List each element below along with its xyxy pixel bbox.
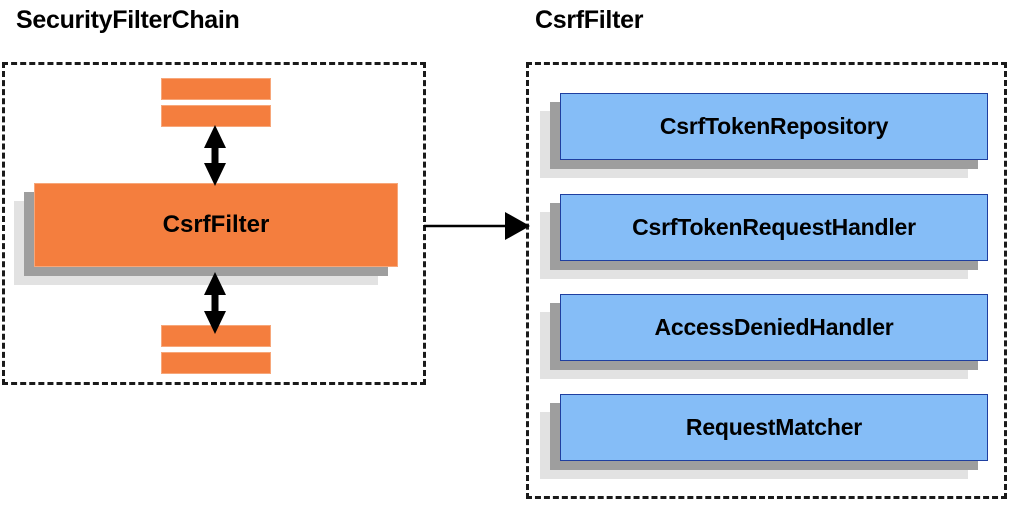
arrow-chain-to-detail xyxy=(424,212,530,240)
collaborator-access-denied-handler[interactable]: AccessDeniedHandler xyxy=(560,294,988,361)
collaborator-4-label: RequestMatcher xyxy=(685,414,863,440)
filter-strip-below-2 xyxy=(161,352,271,374)
collaborator-3-label: AccessDeniedHandler xyxy=(654,314,894,340)
csrf-filter-box-label: CsrfFilter xyxy=(162,211,270,238)
collaborator-csrf-token-request-handler[interactable]: CsrfTokenRequestHandler xyxy=(560,194,988,261)
collaborator-csrf-token-repository[interactable]: CsrfTokenRepository xyxy=(560,93,988,160)
csrf-filter-box[interactable]: CsrfFilter xyxy=(34,183,398,267)
right-panel-title: CsrfFilter xyxy=(535,6,644,34)
filter-strip-above-2 xyxy=(161,105,271,127)
left-panel-title: SecurityFilterChain xyxy=(16,6,240,34)
filter-strip-above-1 xyxy=(161,78,271,100)
collaborator-request-matcher[interactable]: RequestMatcher xyxy=(560,394,988,461)
collaborator-2-label: CsrfTokenRequestHandler xyxy=(632,214,916,240)
csrf-filter-detail-container xyxy=(526,62,1007,499)
security-filter-chain-container xyxy=(2,62,426,385)
collaborator-1-label: CsrfTokenRepository xyxy=(659,113,889,139)
filter-strip-below-1 xyxy=(161,325,271,347)
